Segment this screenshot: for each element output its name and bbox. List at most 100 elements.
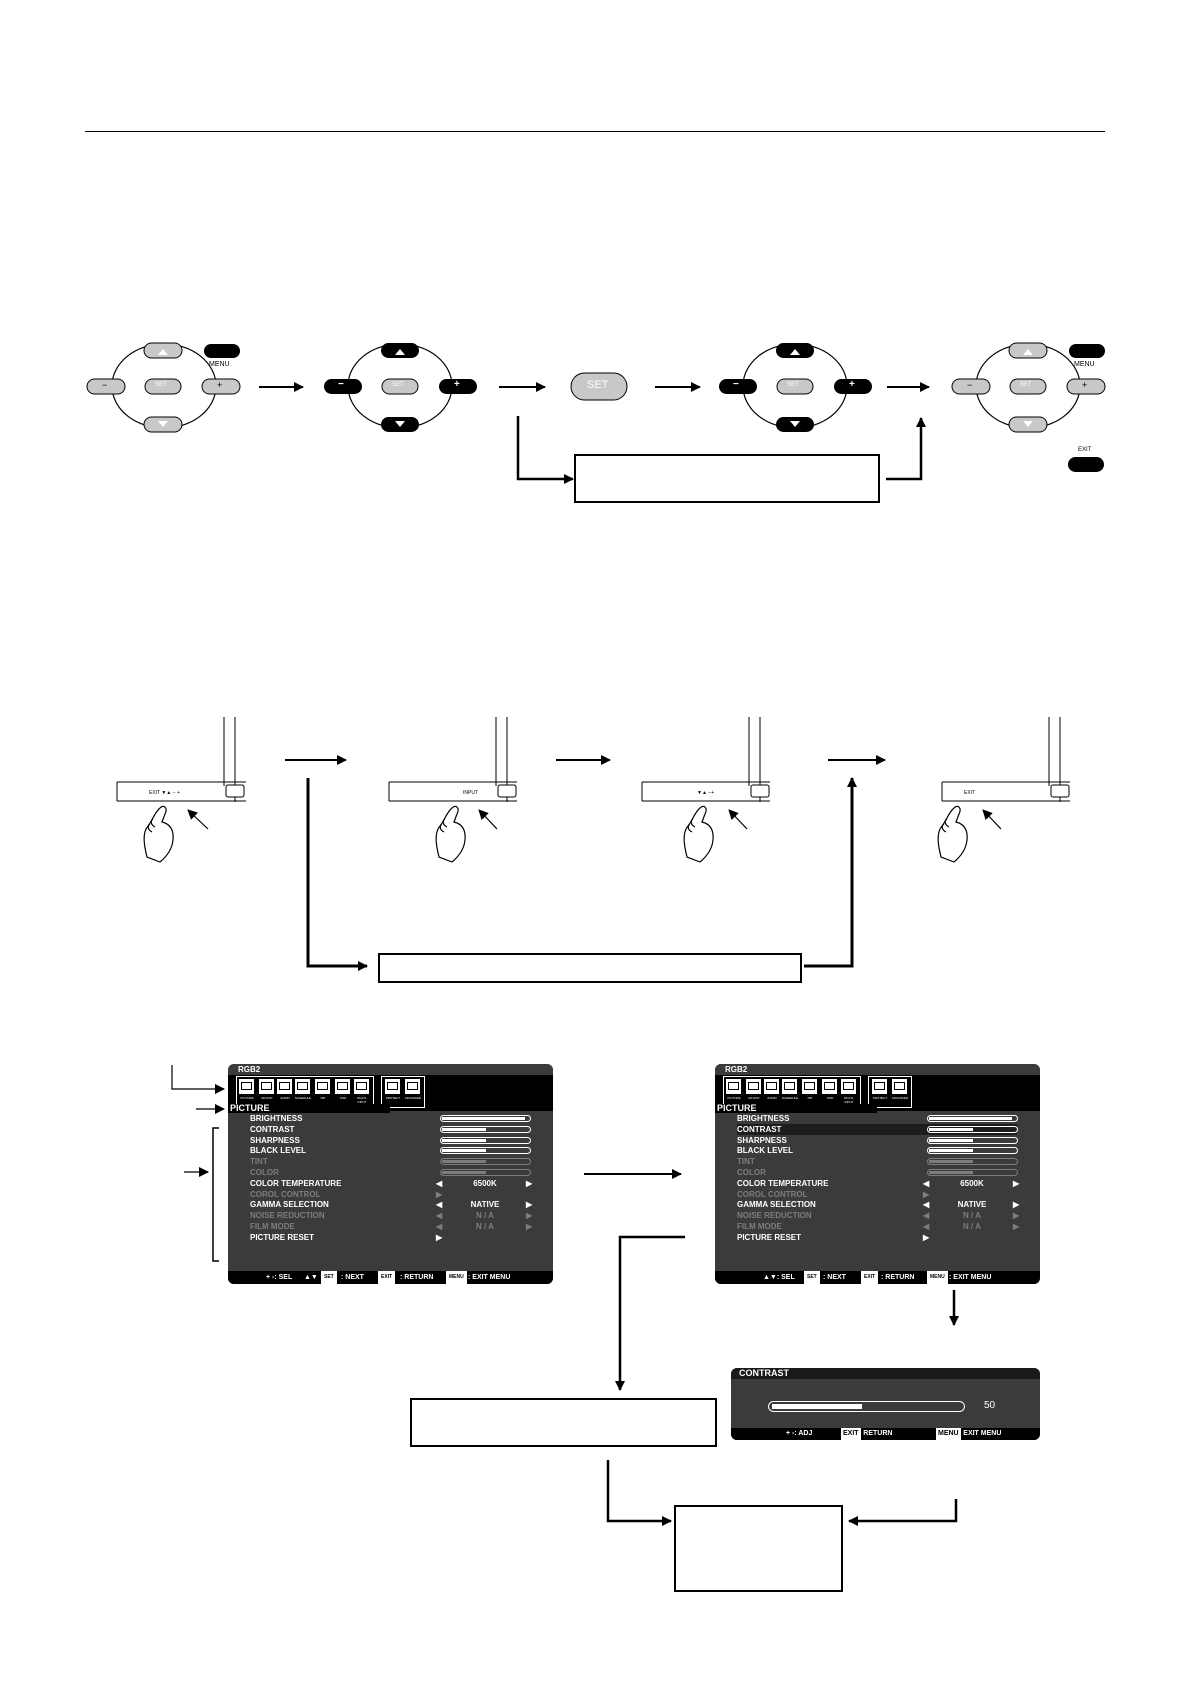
plus-key[interactable] — [1066, 378, 1106, 395]
submenu-arrow-icon[interactable]: ▶ — [923, 1189, 930, 1199]
left-arrow-icon[interactable]: ◀ — [923, 1211, 930, 1221]
menu-item-color-temperature[interactable]: COLOR TEMPERATURE◀6500K▶ — [737, 1178, 1020, 1189]
submenu-arrow-icon[interactable]: ▶ — [436, 1189, 443, 1199]
multi-input-icon[interactable] — [840, 1078, 857, 1095]
level-bar[interactable] — [927, 1147, 1018, 1155]
menu-item-picture-reset[interactable]: PICTURE RESET▶ — [737, 1232, 1017, 1243]
menu-item-label: SHARPNESS — [250, 1135, 300, 1145]
right-arrow-icon[interactable]: ▶ — [1013, 1178, 1020, 1188]
submenu-arrow-icon[interactable]: ▶ — [923, 1232, 930, 1242]
right-arrow-icon[interactable]: ▶ — [1013, 1200, 1020, 1210]
plus-key[interactable] — [834, 379, 872, 394]
advanced-icon[interactable] — [404, 1078, 421, 1095]
level-bar[interactable] — [927, 1115, 1018, 1122]
menu-item-tint: TINT — [250, 1156, 531, 1167]
right-arrow-icon[interactable]: ▶ — [526, 1211, 533, 1221]
set-button[interactable] — [570, 372, 628, 401]
contrast-slider[interactable] — [768, 1401, 965, 1412]
picture-icon[interactable] — [238, 1078, 255, 1095]
minus-key[interactable] — [86, 378, 126, 395]
set-key[interactable] — [144, 378, 182, 395]
icon-glyph — [241, 1082, 252, 1090]
menu-item-gamma-selection[interactable]: GAMMA SELECTION◀NATIVE▶ — [250, 1199, 533, 1210]
protect-icon[interactable] — [871, 1078, 888, 1095]
menu-item-label: COLOR TEMPERATURE — [250, 1178, 342, 1188]
menu-item-picture-reset[interactable]: PICTURE RESET▶ — [250, 1232, 530, 1243]
level-bar[interactable] — [927, 1158, 1018, 1166]
level-bar[interactable] — [440, 1125, 531, 1133]
osd-icon[interactable] — [821, 1078, 838, 1095]
picture-icon[interactable] — [725, 1078, 742, 1095]
left-arrow-icon[interactable]: ◀ — [923, 1178, 930, 1188]
menu-item-gamma-selection[interactable]: GAMMA SELECTION◀NATIVE▶ — [737, 1199, 1020, 1210]
level-bar[interactable] — [440, 1115, 531, 1122]
left-arrow-icon[interactable]: ◀ — [923, 1200, 930, 1210]
set-key[interactable] — [381, 378, 419, 395]
panel-view-1 — [116, 717, 246, 802]
osd-icon[interactable] — [334, 1078, 351, 1095]
option-value: N / A — [963, 1211, 981, 1221]
plus-key[interactable] — [439, 379, 477, 394]
advanced-icon[interactable] — [891, 1078, 908, 1095]
menu-item-black-level[interactable]: BLACK LEVEL — [737, 1145, 1018, 1156]
option-value: NATIVE — [957, 1200, 987, 1210]
menu-item-black-level[interactable]: BLACK LEVEL — [250, 1145, 531, 1156]
menu-item-brightness[interactable]: BRIGHTNESS — [737, 1113, 1018, 1124]
pip-icon[interactable] — [801, 1078, 818, 1095]
protect-icon[interactable] — [384, 1078, 401, 1095]
submenu-arrow-icon[interactable]: ▶ — [436, 1232, 443, 1242]
level-bar[interactable] — [927, 1125, 1018, 1133]
adjust-icon[interactable] — [745, 1078, 762, 1095]
exit-menu-hint: : EXIT MENU — [959, 1430, 1002, 1437]
left-arrow-icon[interactable]: ◀ — [436, 1178, 443, 1188]
plus-key[interactable] — [201, 378, 241, 395]
left-arrow-icon[interactable]: ◀ — [436, 1222, 443, 1231]
right-arrow-icon[interactable]: ▶ — [1013, 1222, 1020, 1231]
set-key[interactable] — [776, 378, 814, 395]
right-arrow-icon[interactable]: ▶ — [526, 1178, 533, 1188]
level-bar[interactable] — [440, 1147, 531, 1155]
icon-glyph — [317, 1082, 328, 1090]
schedule-icon[interactable] — [781, 1078, 798, 1095]
multi-input-icon[interactable] — [353, 1078, 370, 1095]
menu-item-color: COLOR — [737, 1167, 1018, 1178]
adjust-icon[interactable] — [258, 1078, 275, 1095]
menu-label: MENU — [209, 361, 230, 368]
right-arrow-icon[interactable]: ▶ — [526, 1222, 533, 1231]
contrast-title: CONTRAST — [731, 1368, 1040, 1379]
level-bar[interactable] — [440, 1158, 531, 1166]
left-arrow-icon[interactable]: ◀ — [923, 1222, 930, 1231]
pip-icon[interactable] — [314, 1078, 331, 1095]
icon-group-frame — [868, 1076, 912, 1108]
option-value: 6500K — [473, 1178, 497, 1188]
right-arrow-icon[interactable]: ▶ — [526, 1200, 533, 1210]
minus-key[interactable] — [719, 379, 757, 394]
left-arrow-icon[interactable]: ◀ — [436, 1211, 443, 1221]
left-arrow-icon[interactable]: ◀ — [436, 1200, 443, 1210]
menu-item-film-mode: FILM MODE◀N / A▶ — [737, 1221, 1020, 1232]
level-fill — [442, 1117, 525, 1120]
level-bar[interactable] — [927, 1169, 1018, 1176]
menu-item-color-temperature[interactable]: COLOR TEMPERATURE ◀ 6500K ▶ — [250, 1178, 533, 1189]
minus-key[interactable] — [324, 379, 362, 394]
menu-key[interactable] — [1069, 344, 1105, 358]
menu-item-sharpness[interactable]: SHARPNESS — [737, 1135, 1018, 1146]
menu-item-sharpness[interactable]: SHARPNESS — [250, 1135, 531, 1146]
level-bar[interactable] — [440, 1136, 531, 1144]
step-box-2 — [378, 953, 802, 983]
schedule-icon[interactable] — [294, 1078, 311, 1095]
menu-key[interactable] — [204, 344, 240, 358]
level-bar[interactable] — [440, 1169, 531, 1176]
set-key[interactable] — [1009, 378, 1047, 395]
right-arrow-icon[interactable]: ▶ — [1013, 1211, 1020, 1221]
footer-hint-set-key: SET — [321, 1271, 337, 1284]
menu-item-contrast[interactable]: CONTRAST — [737, 1123, 1018, 1135]
menu-item-contrast[interactable]: CONTRAST — [250, 1124, 531, 1135]
menu-item-corol-control: COROL CONTROL▶ — [737, 1189, 1017, 1200]
audio-icon[interactable] — [276, 1078, 293, 1095]
exit-key[interactable] — [1068, 457, 1104, 472]
minus-key[interactable] — [951, 378, 991, 395]
menu-item-brightness[interactable]: BRIGHTNESS — [250, 1113, 531, 1124]
level-bar[interactable] — [927, 1136, 1018, 1144]
audio-icon[interactable] — [763, 1078, 780, 1095]
